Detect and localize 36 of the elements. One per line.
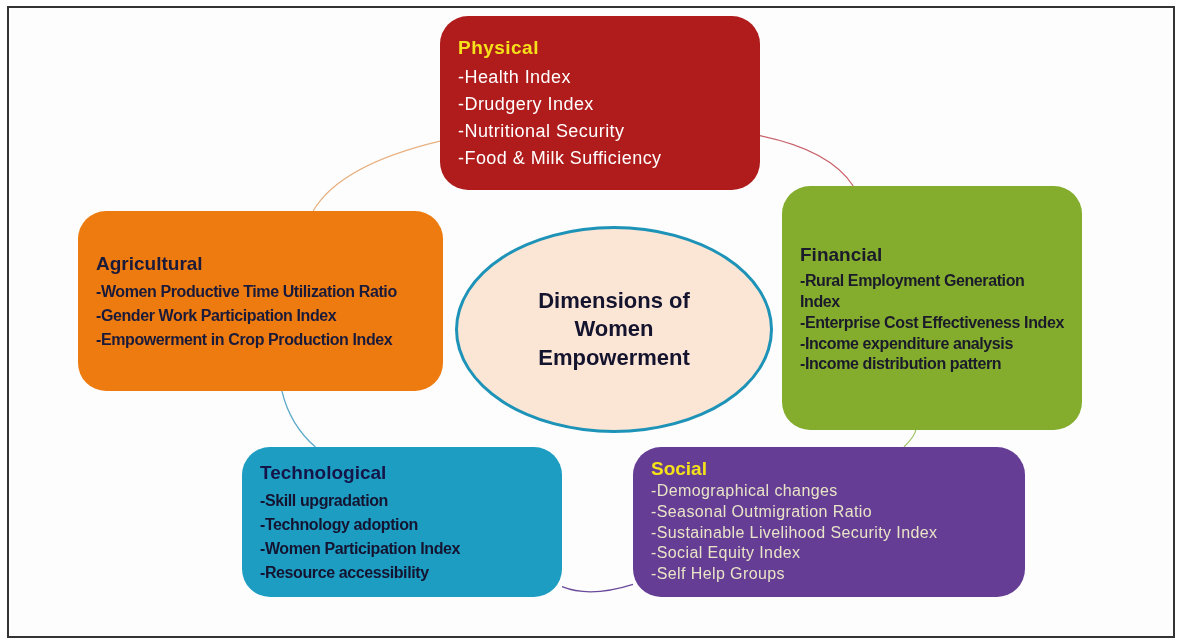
category-heading: Agricultural <box>96 251 204 276</box>
category-box <box>242 447 562 597</box>
category-heading: Financial <box>800 242 884 267</box>
category-heading: Technological <box>260 460 388 485</box>
center-title: Dimensions of Women Empowerment <box>537 286 691 372</box>
indicator-item: -Rural Employment Generation Index <box>800 271 1026 313</box>
connector-arc <box>903 429 917 448</box>
indicator-item: -Enterprise Cost Effectiveness Index <box>800 312 1064 333</box>
indicator-item: -Income distribution pattern <box>800 354 1003 375</box>
indicator-item: -Resource accessibility <box>260 563 430 584</box>
category-heading: Social <box>651 459 708 479</box>
category-heading: Physical <box>458 35 540 60</box>
indicator-item: -Sustainable Livelihood Security Index <box>651 522 939 543</box>
indicator-item: -Demographical changes <box>651 480 839 501</box>
indicator-item: -Women Productive Time Utilization Ratio <box>96 282 398 303</box>
indicator-item: -Income expenditure analysis <box>800 333 1014 354</box>
category-box <box>78 211 443 391</box>
connector-arc <box>561 583 634 593</box>
category-box <box>782 186 1082 430</box>
connector-arc <box>312 140 441 212</box>
indicator-item: -Food & Milk Sufficiency <box>458 147 663 171</box>
indicator-item: -Technology adoption <box>260 515 419 536</box>
indicator-item: -Skill upgradation <box>260 491 389 512</box>
connector-arc <box>759 135 854 187</box>
indicator-item: -Self Help Groups <box>651 564 786 585</box>
indicator-item: -Empowerment in Crop Production Index <box>96 330 394 351</box>
indicator-item: -Seasonal Outmigration Ratio <box>651 501 874 522</box>
indicator-item: -Gender Work Participation Index <box>96 306 338 327</box>
indicator-item: -Social Equity Index <box>651 543 802 564</box>
indicator-item: -Health Index <box>458 66 572 90</box>
connector-arc <box>281 390 316 448</box>
category-box <box>440 16 760 190</box>
indicator-item: -Nutritional Security <box>458 120 626 144</box>
category-box <box>633 447 1025 597</box>
indicator-item: -Women Participation Index <box>260 539 461 560</box>
indicator-item: -Drudgery Index <box>458 93 595 117</box>
